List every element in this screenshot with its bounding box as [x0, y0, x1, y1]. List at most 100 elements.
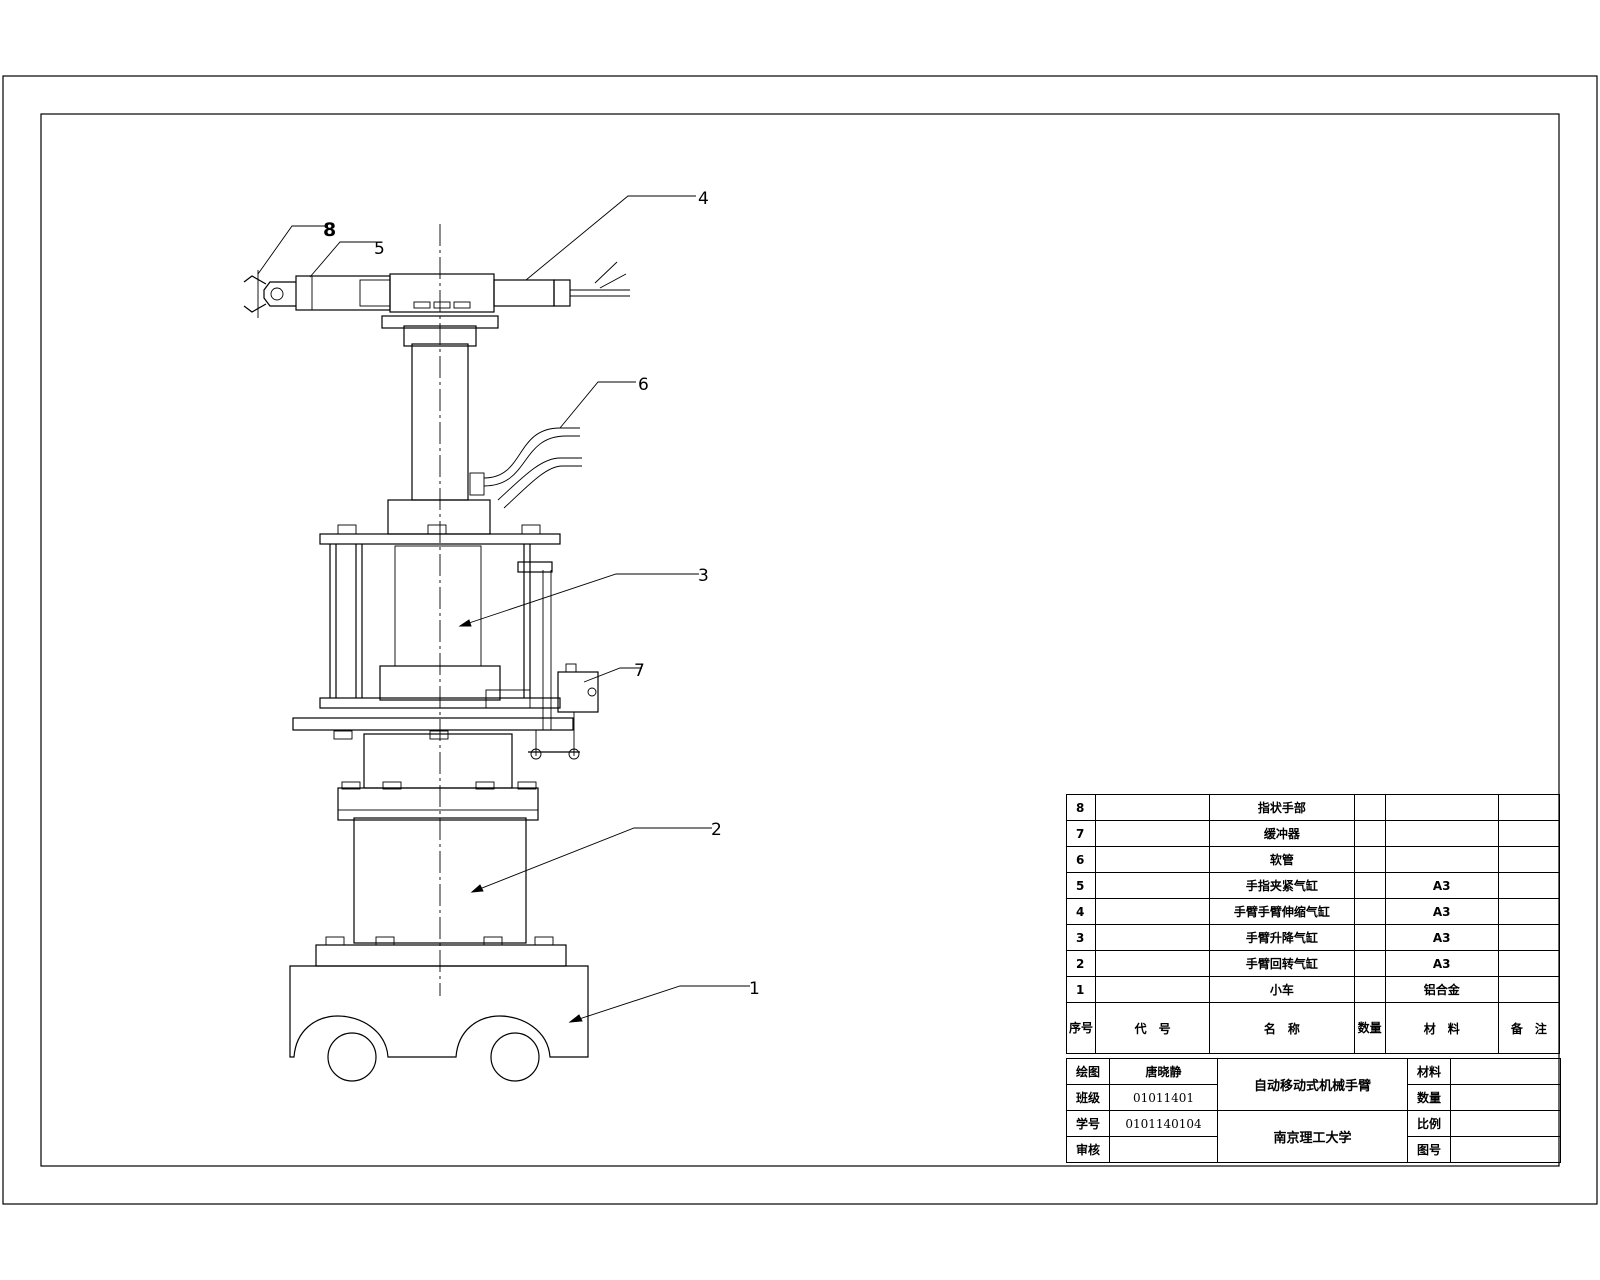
part-code — [1095, 924, 1211, 951]
part-note — [1497, 950, 1561, 977]
outer-border — [2, 75, 1598, 1205]
part-name: 指状手部 — [1209, 794, 1355, 821]
header-index: 序号 — [1065, 1002, 1097, 1054]
part-name: 手臂手臂伸缩气缸 — [1209, 898, 1355, 925]
arm-cylinder — [389, 261, 630, 313]
header-note: 备 注 — [1497, 1002, 1561, 1054]
wheel-right — [490, 1032, 540, 1082]
part-index: 4 — [1065, 898, 1097, 925]
part-note — [1497, 846, 1561, 873]
cart — [289, 944, 589, 1082]
header-material: 材 料 — [1384, 1002, 1499, 1054]
part-index: 5 — [1065, 872, 1097, 899]
drawing-title: 自动移动式机械手臂 — [1217, 1058, 1408, 1111]
header-code: 代 号 — [1095, 1002, 1211, 1054]
parts-row: 5 手指夹紧气缸 A3 — [1065, 872, 1561, 899]
part-material — [1384, 846, 1499, 873]
part-qty — [1353, 924, 1386, 951]
buffer — [528, 663, 599, 760]
part-index: 2 — [1065, 950, 1097, 977]
part-code — [1095, 950, 1211, 977]
part-material: 铝合金 — [1384, 976, 1499, 1003]
part-code — [1095, 976, 1211, 1003]
part-index: 1 — [1065, 976, 1097, 1003]
part-material — [1384, 820, 1499, 847]
reviewed-by-label: 审核 — [1066, 1136, 1110, 1163]
part-material: A3 — [1384, 898, 1499, 925]
parts-row: 4 手臂手臂伸缩气缸 A3 — [1065, 898, 1561, 925]
part-code — [1095, 846, 1211, 873]
part-qty — [1353, 898, 1386, 925]
institution-name: 南京理工大学 — [1217, 1110, 1408, 1163]
part-name: 手指夹紧气缸 — [1209, 872, 1355, 899]
callout-3: 3 — [698, 566, 709, 586]
part-code — [1095, 898, 1211, 925]
part-note — [1497, 976, 1561, 1003]
part-qty — [1353, 976, 1386, 1003]
header-qty: 数量 — [1353, 1002, 1386, 1054]
part-code — [1095, 820, 1211, 847]
part-qty — [1353, 846, 1386, 873]
material-label: 材料 — [1407, 1058, 1451, 1085]
drawn-by-value: 唐晓静 — [1109, 1058, 1218, 1085]
material-value — [1450, 1058, 1561, 1085]
part-material: A3 — [1384, 924, 1499, 951]
callout-8: 8 — [323, 219, 336, 241]
part-qty — [1353, 950, 1386, 977]
reviewed-by-value — [1109, 1136, 1218, 1163]
part-qty — [1353, 820, 1386, 847]
wheel-left — [327, 1032, 377, 1082]
part-material — [1384, 794, 1499, 821]
parts-row: 1 小车 铝合金 — [1065, 976, 1561, 1003]
parts-row: 6 软管 — [1065, 846, 1561, 873]
parts-row: 7 缓冲器 — [1065, 820, 1561, 847]
part-note — [1497, 872, 1561, 899]
rotary-cylinder — [325, 733, 554, 946]
parts-list-table: 8 指状手部 7 缓冲器 6 软管 5 手指夹紧气缸 A3 4 手臂手臂伸缩气缸… — [1065, 794, 1561, 1054]
header-name: 名 称 — [1209, 1002, 1355, 1054]
part-index: 6 — [1065, 846, 1097, 873]
scale-value — [1450, 1110, 1561, 1137]
lift-cylinder — [292, 499, 574, 740]
callout-6: 6 — [638, 375, 649, 395]
part-index: 8 — [1065, 794, 1097, 821]
part-index: 3 — [1065, 924, 1097, 951]
callout-5: 5 — [374, 239, 385, 259]
part-qty — [1353, 794, 1386, 821]
leader-lines — [257, 195, 750, 1023]
drawing-no-label: 图号 — [1407, 1136, 1451, 1163]
class-value: 01011401 — [1109, 1084, 1218, 1111]
part-note — [1497, 820, 1561, 847]
hoses — [483, 427, 582, 509]
callout-1: 1 — [749, 979, 760, 999]
part-index: 7 — [1065, 820, 1097, 847]
part-qty — [1353, 872, 1386, 899]
callout-7: 7 — [634, 661, 645, 681]
scale-label: 比例 — [1407, 1110, 1451, 1137]
class-label: 班级 — [1066, 1084, 1110, 1111]
quantity-label: 数量 — [1407, 1084, 1451, 1111]
part-note — [1497, 898, 1561, 925]
part-material: A3 — [1384, 950, 1499, 977]
part-name: 缓冲器 — [1209, 820, 1355, 847]
drawing-no-value — [1450, 1136, 1561, 1163]
quantity-value — [1450, 1084, 1561, 1111]
parts-header-row: 序号 代 号 名 称 数量 材 料 备 注 — [1065, 1002, 1561, 1054]
part-material: A3 — [1384, 872, 1499, 899]
part-note — [1497, 924, 1561, 951]
drawn-by-label: 绘图 — [1066, 1058, 1110, 1085]
student-no-value: 0101140104 — [1109, 1110, 1218, 1137]
title-block: 绘图 唐晓静 自动移动式机械手臂 材料 班级 01011401 数量 学号 01… — [1066, 1058, 1561, 1163]
part-code — [1095, 794, 1211, 821]
callout-2: 2 — [711, 820, 722, 840]
inner-frame — [40, 113, 1560, 1167]
parts-row: 2 手臂回转气缸 A3 — [1065, 950, 1561, 977]
gripper — [243, 270, 391, 318]
part-note — [1497, 794, 1561, 821]
part-name: 小车 — [1209, 976, 1355, 1003]
part-name: 手臂升降气缸 — [1209, 924, 1355, 951]
part-code — [1095, 872, 1211, 899]
callout-4: 4 — [698, 189, 709, 209]
part-name: 软管 — [1209, 846, 1355, 873]
